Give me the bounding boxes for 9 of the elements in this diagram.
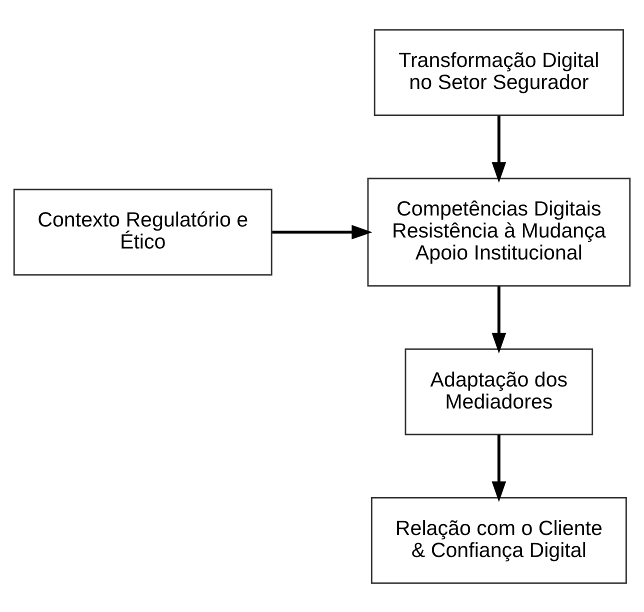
arrow [492, 115, 506, 182]
node-box: Contexto Regulatório e Ético [13, 188, 272, 276]
node-box: Adaptação dos Mediadores [404, 348, 594, 435]
arrow [492, 286, 506, 353]
arrow [272, 224, 372, 239]
arrow [492, 434, 506, 502]
node-box: Relação com o Cliente & Confiança Digital [370, 496, 627, 584]
node-box: Competências Digitais Resistência à Mudança Apoio Institucional [367, 177, 631, 286]
node-box: Transformação Digital no Setor Segurador [374, 28, 624, 116]
